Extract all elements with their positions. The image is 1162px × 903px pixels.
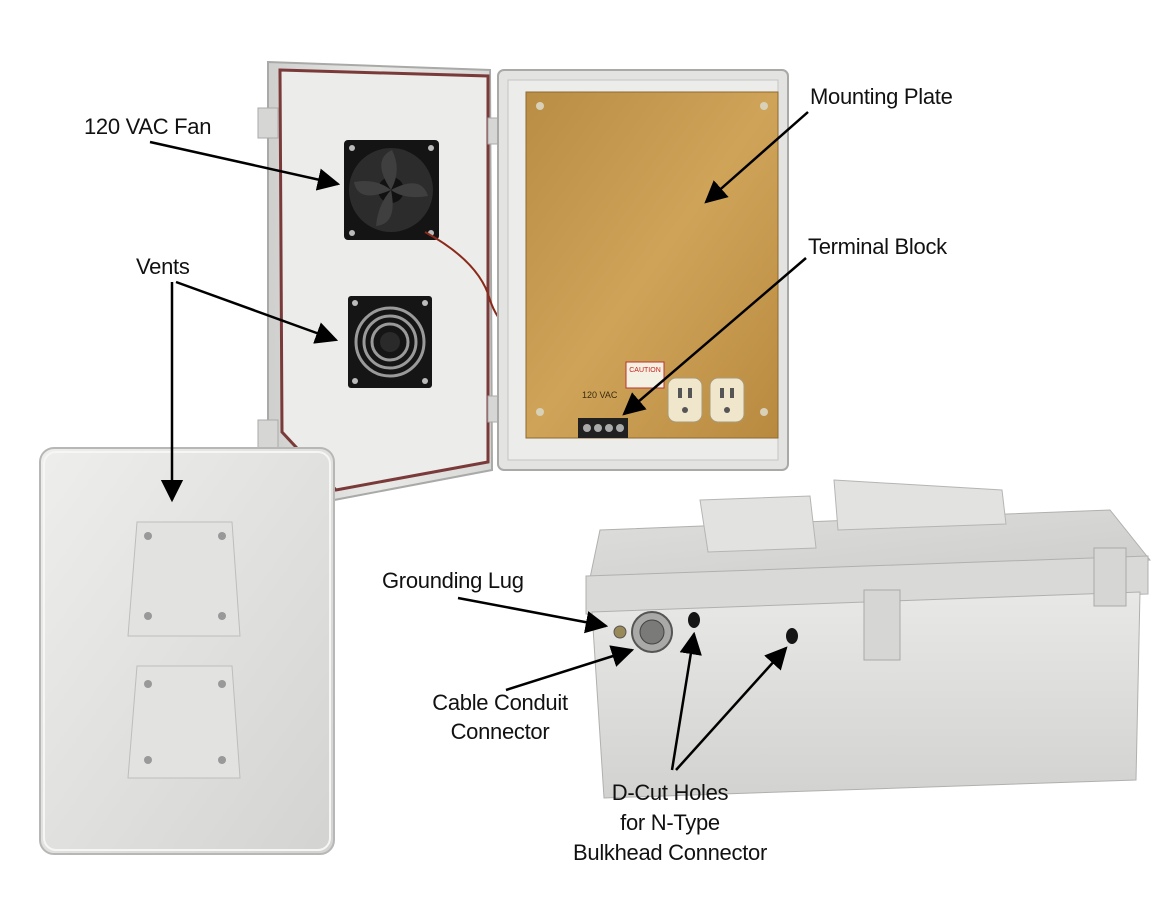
vents-label: Vents (136, 254, 190, 279)
arrow-grounding-lug (457, 596, 609, 634)
open-enclosure: CAUTION 120 VAC (257, 60, 789, 502)
terminal-block-label: Terminal Block (808, 234, 947, 259)
voltage-text: 120 VAC (582, 390, 618, 400)
d-cut-hole (786, 628, 798, 644)
grounding-lug-label: Grounding Lug (382, 568, 524, 593)
hinge (257, 107, 279, 139)
cable-conduit-label: Cable Conduit Connector (408, 690, 592, 745)
arrow-terminal-block (622, 257, 807, 416)
callout-arrows (149, 111, 809, 771)
dcut-label-line1: D-Cut Holes (611, 780, 729, 805)
arrow-mounting-plate (704, 111, 809, 204)
closed-enclosure (585, 479, 1152, 799)
arrow-dcut-2 (675, 646, 788, 771)
mounting-plate-label: Mounting Plate (810, 84, 953, 109)
cable-conduit-connector (631, 611, 673, 653)
hinge (257, 419, 279, 451)
cable-conduit-label-line1: Cable Conduit (432, 690, 568, 715)
outlet-icon (709, 377, 745, 423)
cable-conduit-label-line2: Connector (450, 719, 550, 744)
caution-text: CAUTION (629, 367, 661, 374)
arrow-cable-conduit (505, 645, 635, 692)
d-cut-hole (688, 612, 700, 628)
latch (863, 589, 901, 661)
vent-icon (348, 296, 432, 388)
mounting-bracket (127, 665, 241, 779)
fan-label: 120 VAC Fan (84, 114, 212, 139)
dcut-label-line2: for N-Type (620, 810, 720, 835)
latch (1093, 547, 1127, 607)
grounding-lug (613, 625, 627, 639)
terminal-block (578, 418, 628, 438)
arrow-vents-1 (175, 280, 339, 344)
outlet-icon (667, 377, 703, 423)
fan-icon (344, 140, 439, 240)
arrow-fan (149, 140, 341, 191)
arrow-dcut-1 (670, 631, 702, 771)
mounting-bracket (127, 521, 241, 637)
dcut-label-line3: Bulkhead Connector (573, 840, 767, 865)
back-panel (39, 447, 335, 855)
dcut-holes-label: D-Cut Holes for N-Type Bulkhead Connecto… (540, 780, 800, 866)
